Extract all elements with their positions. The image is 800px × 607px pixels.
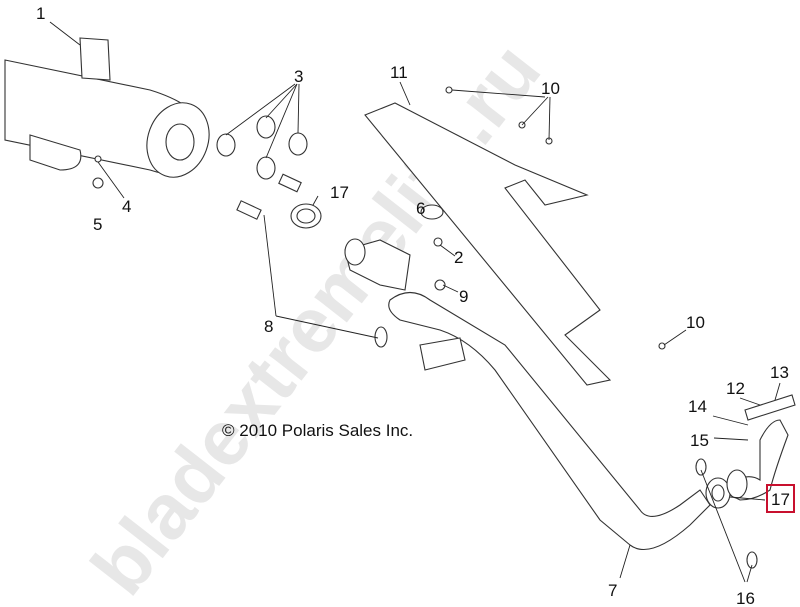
callout-1: 1 [36,4,45,23]
callout-5: 5 [93,215,102,234]
leader-lines [49,21,781,583]
highlight-box [766,484,795,513]
callout-13: 13 [770,363,789,382]
callout-17-highlighted[interactable]: 17 [771,490,790,509]
callout-7: 7 [608,581,617,600]
grommets [216,115,308,180]
callout-9: 9 [459,287,468,306]
head-pipe [388,291,711,550]
callout-10: 10 [541,79,560,98]
callout-2: 2 [454,248,463,267]
callout-6: 6 [416,199,425,218]
callout-15: 15 [690,431,709,450]
callout-3: 3 [294,67,303,86]
callout-16: 16 [736,589,755,607]
muffler [4,37,210,178]
callout-14: 14 [688,397,707,416]
callout-17: 17 [330,183,349,202]
callout-8: 8 [264,317,273,336]
copyright-notice: © 2010 Polaris Sales Inc. [222,421,414,440]
heat-shield [364,102,612,386]
callout-4: 4 [122,197,131,216]
callout-10: 10 [686,313,705,332]
callout-12: 12 [726,379,745,398]
callout-11: 11 [390,63,408,82]
